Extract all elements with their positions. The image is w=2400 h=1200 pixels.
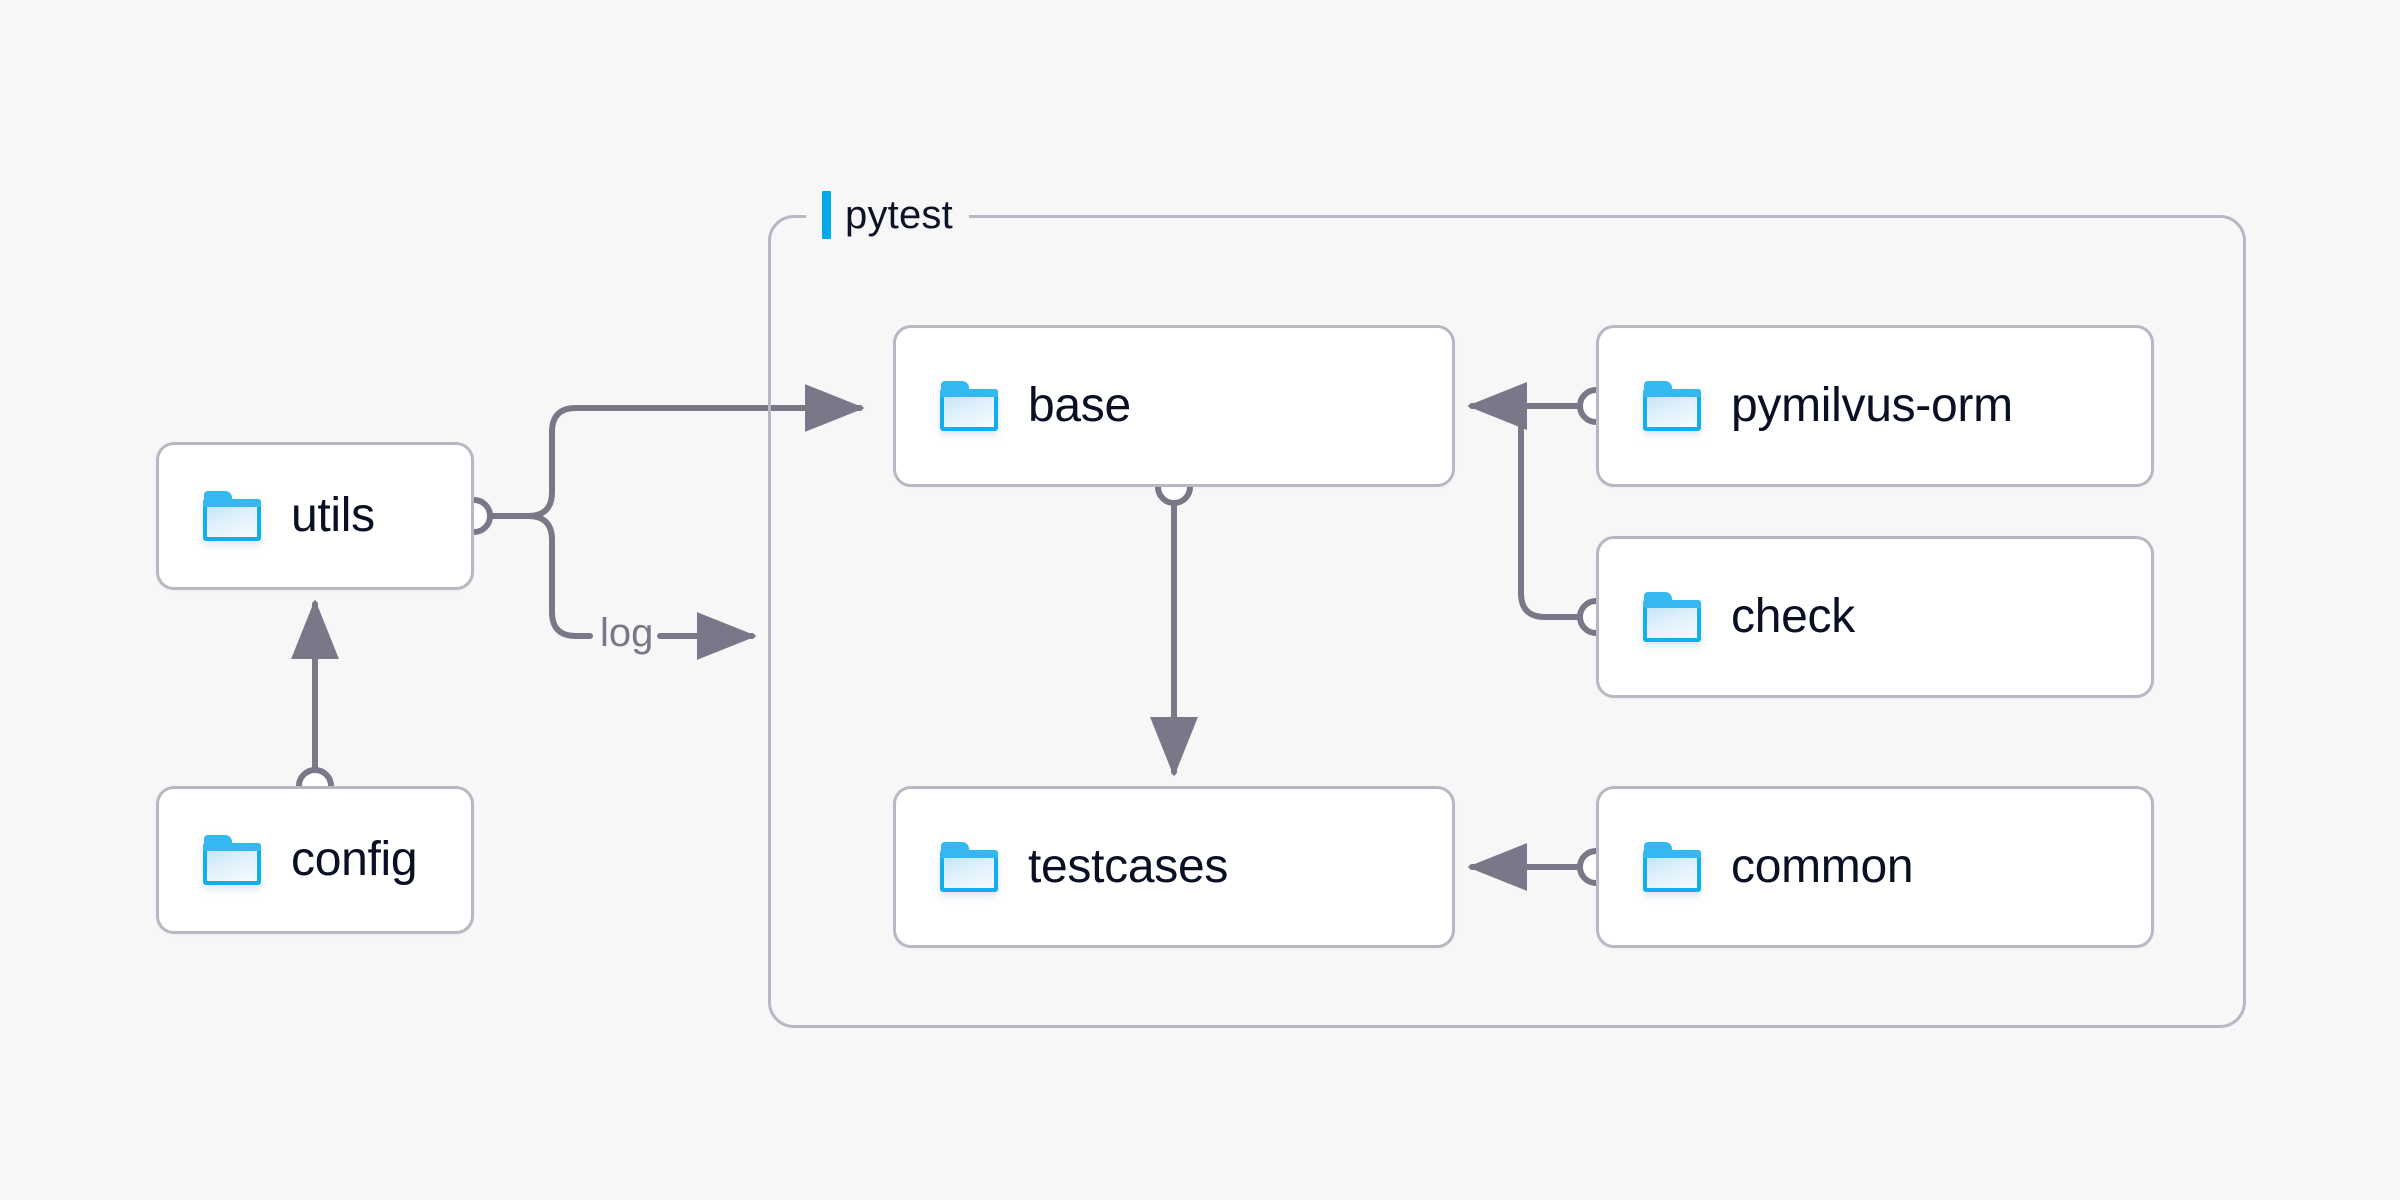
node-testcases[interactable]: testcases: [893, 786, 1455, 948]
node-config[interactable]: config: [156, 786, 474, 934]
group-pytest[interactable]: [768, 215, 2246, 1028]
accent-bar-icon: [822, 191, 831, 239]
folder-icon: [1643, 381, 1701, 431]
node-check[interactable]: check: [1596, 536, 2154, 698]
node-base[interactable]: base: [893, 325, 1455, 487]
node-config-label: config: [291, 833, 418, 886]
folder-icon: [940, 842, 998, 892]
node-utils-label: utils: [291, 489, 375, 542]
node-common-label: common: [1731, 840, 1914, 893]
folder-icon: [940, 381, 998, 431]
node-pymilvus-orm-label: pymilvus-orm: [1731, 379, 2013, 432]
node-check-label: check: [1731, 590, 1855, 643]
node-utils[interactable]: utils: [156, 442, 474, 590]
node-pymilvus-orm[interactable]: pymilvus-orm: [1596, 325, 2154, 487]
edge-utils-to-log: [487, 513, 593, 639]
group-pytest-label: pytest: [806, 187, 969, 243]
folder-icon: [1643, 592, 1701, 642]
group-pytest-title: pytest: [845, 192, 953, 237]
node-common[interactable]: common: [1596, 786, 2154, 948]
edge-label-log: log: [600, 611, 654, 655]
folder-icon: [1643, 842, 1701, 892]
folder-icon: [203, 491, 261, 541]
node-base-label: base: [1028, 379, 1131, 432]
folder-icon: [203, 835, 261, 885]
node-testcases-label: testcases: [1028, 840, 1229, 893]
